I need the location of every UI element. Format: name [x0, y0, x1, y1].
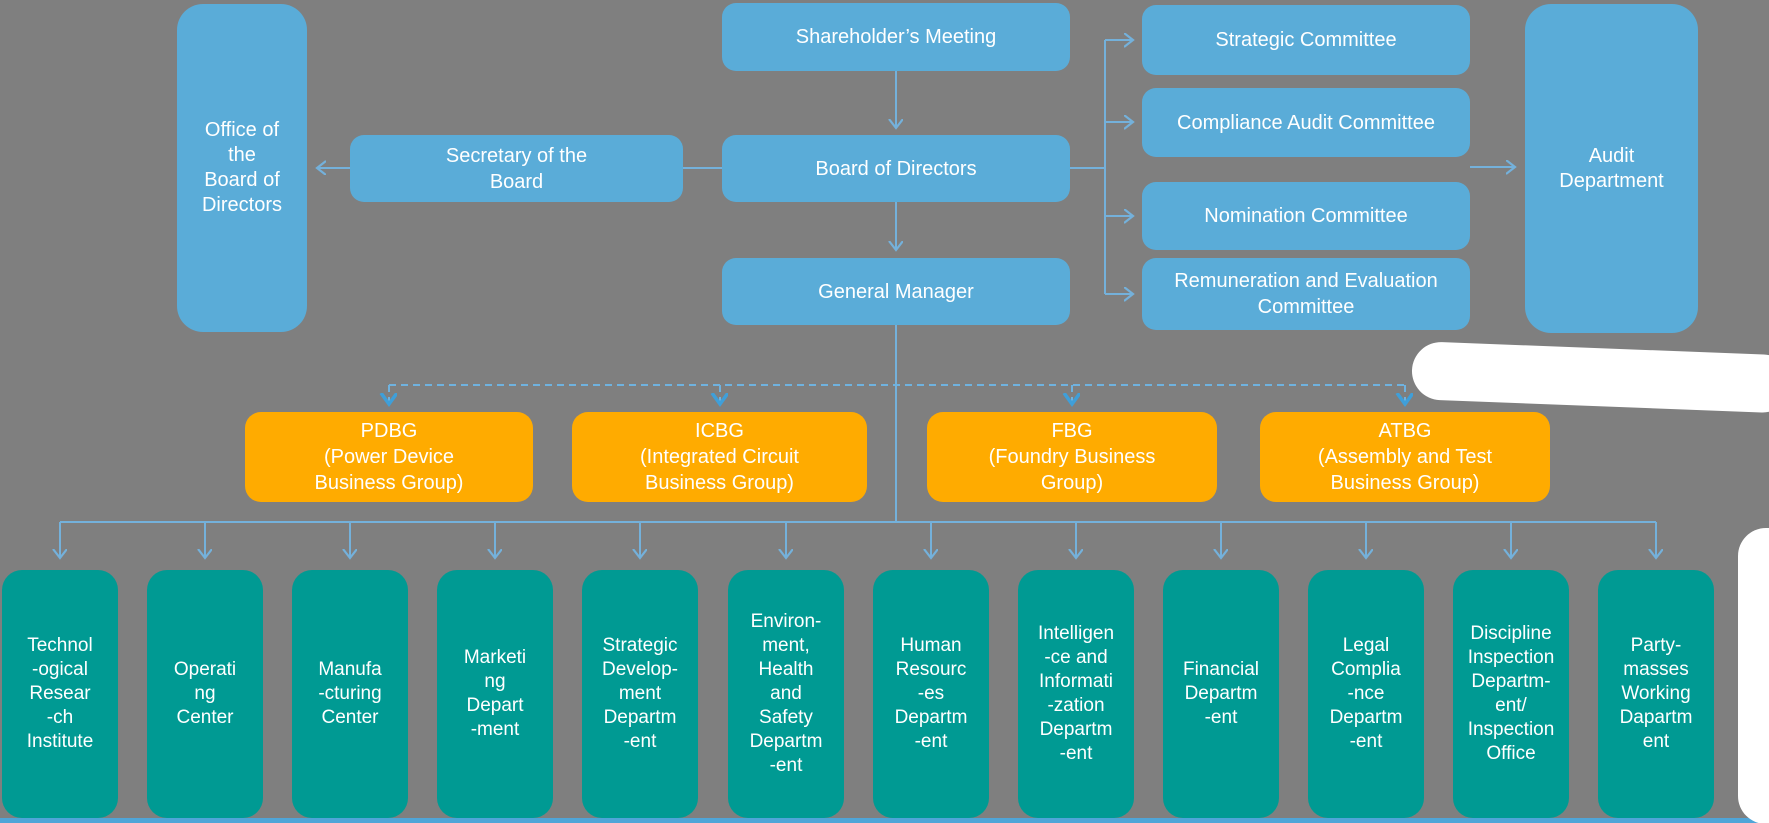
bottom-edge-bar [0, 818, 1769, 823]
node-marketing-department: Marketi ng Depart -ment [437, 570, 553, 818]
node-secretary-of-the-board: Secretary of the Board [350, 135, 683, 202]
node-nomination-committee: Nomination Committee [1142, 182, 1470, 250]
node-atbg: ATBG (Assembly and Test Business Group) [1260, 412, 1550, 502]
node-operating-center: Operati ng Center [147, 570, 263, 818]
node-shareholders-meeting: Shareholder’s Meeting [722, 3, 1070, 71]
node-manufacturing-center: Manufa -cturing Center [292, 570, 408, 818]
node-party-masses-working-department: Party- masses Working Dapartm ent [1598, 570, 1714, 818]
node-board-of-directors: Board of Directors [722, 135, 1070, 202]
node-audit-department: Audit Department [1525, 4, 1698, 333]
node-ehs-department: Environ- ment, Health and Safety Departm… [728, 570, 844, 818]
node-compliance-audit-committee: Compliance Audit Committee [1142, 88, 1470, 157]
node-human-resources-department: Human Resourc -es Departm -ent [873, 570, 989, 818]
white-redaction-corner [1738, 528, 1769, 823]
node-pdbg: PDBG (Power Device Business Group) [245, 412, 533, 502]
node-discipline-inspection-department: Discipline Inspection Departm- ent/ Insp… [1453, 570, 1569, 818]
node-fbg: FBG (Foundry Business Group) [927, 412, 1217, 502]
node-strategic-development-department: Strategic Develop- ment Departm -ent [582, 570, 698, 818]
node-legal-compliance-department: Legal Complia -nce Departm -ent [1308, 570, 1424, 818]
node-remuneration-evaluation-committee: Remuneration and Evaluation Committee [1142, 258, 1470, 330]
node-financial-department: Financial Departm -ent [1163, 570, 1279, 818]
node-office-of-the-board: Office of the Board of Directors [177, 4, 307, 332]
node-technological-research-institute: Technol -ogical Resear -ch Institute [2, 570, 118, 818]
node-strategic-committee: Strategic Committee [1142, 5, 1470, 75]
node-icbg: ICBG (Integrated Circuit Business Group) [572, 412, 867, 502]
node-general-manager: General Manager [722, 258, 1070, 325]
node-intelligence-informatization-department: Intelligen -ce and Informati -zation Dep… [1018, 570, 1134, 818]
